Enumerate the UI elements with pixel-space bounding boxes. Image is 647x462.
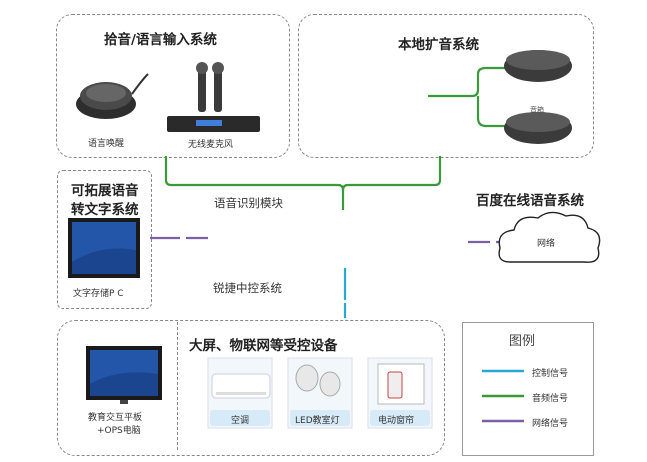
controlled-devices-title: 大屏、物联网等受控设备 [189, 338, 338, 354]
voice-input-title: 拾音/语言输入系统 [104, 32, 217, 48]
speech-to-text-box [57, 170, 152, 309]
speech-to-text-title-2: 转文字系统 [71, 202, 139, 218]
audio-line-local [341, 156, 442, 191]
cloud-shape [498, 211, 601, 263]
controlled-devices-box [57, 320, 445, 456]
local-audio-title: 本地扩音系统 [398, 37, 479, 53]
audio-line-speakers [428, 66, 508, 128]
legend-label-audio: 音频信号 [532, 394, 569, 404]
interactive-panel-label-1: 教育交互平板 [88, 413, 143, 423]
storage-pc-label: 文字存储P C [73, 289, 124, 299]
voice-wakeup-label: 语言唤醒 [88, 139, 125, 149]
legend-label-control: 控制信号 [532, 369, 569, 379]
led-lamp-label: LED教室灯 [295, 416, 340, 426]
wireless-mic-label: 无线麦克风 [188, 140, 234, 150]
controlled-devices-divider [177, 322, 178, 450]
voice-input-box [56, 14, 290, 158]
curtain-label: 电动窗帘 [378, 416, 415, 426]
legend-box [462, 322, 594, 456]
air-conditioner-label: 空调 [231, 416, 250, 426]
central-control-system: 锐捷中控系统 [213, 281, 282, 295]
legend-title: 图例 [509, 334, 536, 349]
speaker-label: 音箱 [530, 106, 544, 114]
interactive-panel-label-2: +OPS电脑 [97, 426, 141, 436]
legend-label-network: 网络信号 [532, 419, 569, 429]
speech-recognition-module: 语音识别模块 [214, 196, 283, 210]
local-audio-box [298, 14, 594, 158]
cloud-title: 百度在线语音系统 [476, 193, 584, 209]
speech-to-text-title-1: 可拓展语音 [71, 183, 139, 199]
cloud-label: 网络 [537, 239, 556, 249]
